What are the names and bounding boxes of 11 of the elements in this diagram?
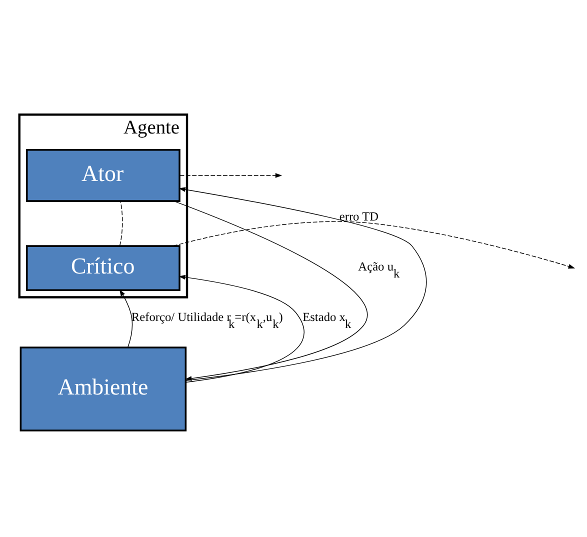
arrow bbox=[178, 274, 304, 382]
edge-label: erro TD bbox=[339, 209, 379, 224]
arrow bbox=[179, 172, 282, 178]
arrow bbox=[173, 200, 368, 380]
node-box: Ambiente bbox=[20, 346, 187, 431]
arrow bbox=[172, 220, 576, 268]
node-box: Crítico bbox=[26, 244, 180, 291]
arrow bbox=[178, 186, 427, 380]
connector bbox=[119, 200, 123, 246]
arrow bbox=[119, 288, 133, 348]
node-box: Ator bbox=[26, 148, 180, 202]
